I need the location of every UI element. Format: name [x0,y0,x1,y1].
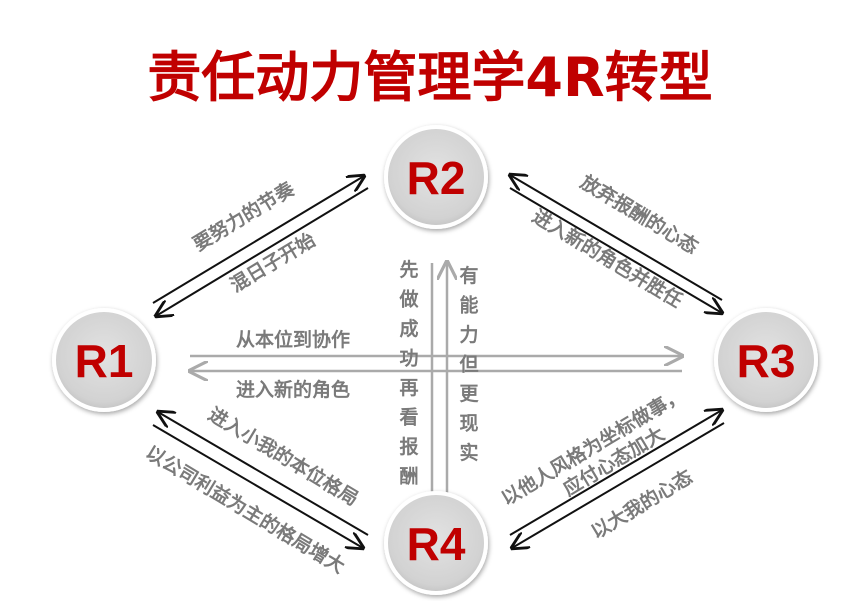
label-r1-r4-down: 以公司利益为主的格局增大 [142,441,349,578]
node-r2-label: R2 [407,152,466,204]
arrow-r2-to-r3 [509,187,722,313]
node-r2: R2 [384,125,488,229]
arrow-r3-to-r4 [512,422,725,548]
arrow-r1-to-r4 [152,424,363,548]
node-r4-label: R4 [407,518,466,570]
arrow-r4-to-r1 [158,412,369,536]
arrow-r2-to-r1 [156,187,369,316]
arrow-r1-to-r2 [152,176,364,304]
label-r4-r2-up: 有能力但更现实 [459,264,479,464]
arrow-r4-to-r3 [509,410,722,536]
arrow-r3-to-r2 [510,175,723,301]
label-r3-r1-back: 进入新的角色 [236,378,350,401]
label-r1-r3-forward: 从本位到协作 [236,328,350,351]
node-r1-label: R1 [75,335,134,387]
node-r3: R3 [714,308,818,412]
node-r4: R4 [384,491,488,595]
page-title: 责任动力管理学4R转型 [147,46,712,109]
node-r3-label: R3 [737,335,796,387]
node-r1: R1 [52,308,156,412]
label-r2-r4-down: 先做成功再看报酬 [398,258,418,488]
label-r1-r2-down: 混日子开始 [226,228,319,297]
